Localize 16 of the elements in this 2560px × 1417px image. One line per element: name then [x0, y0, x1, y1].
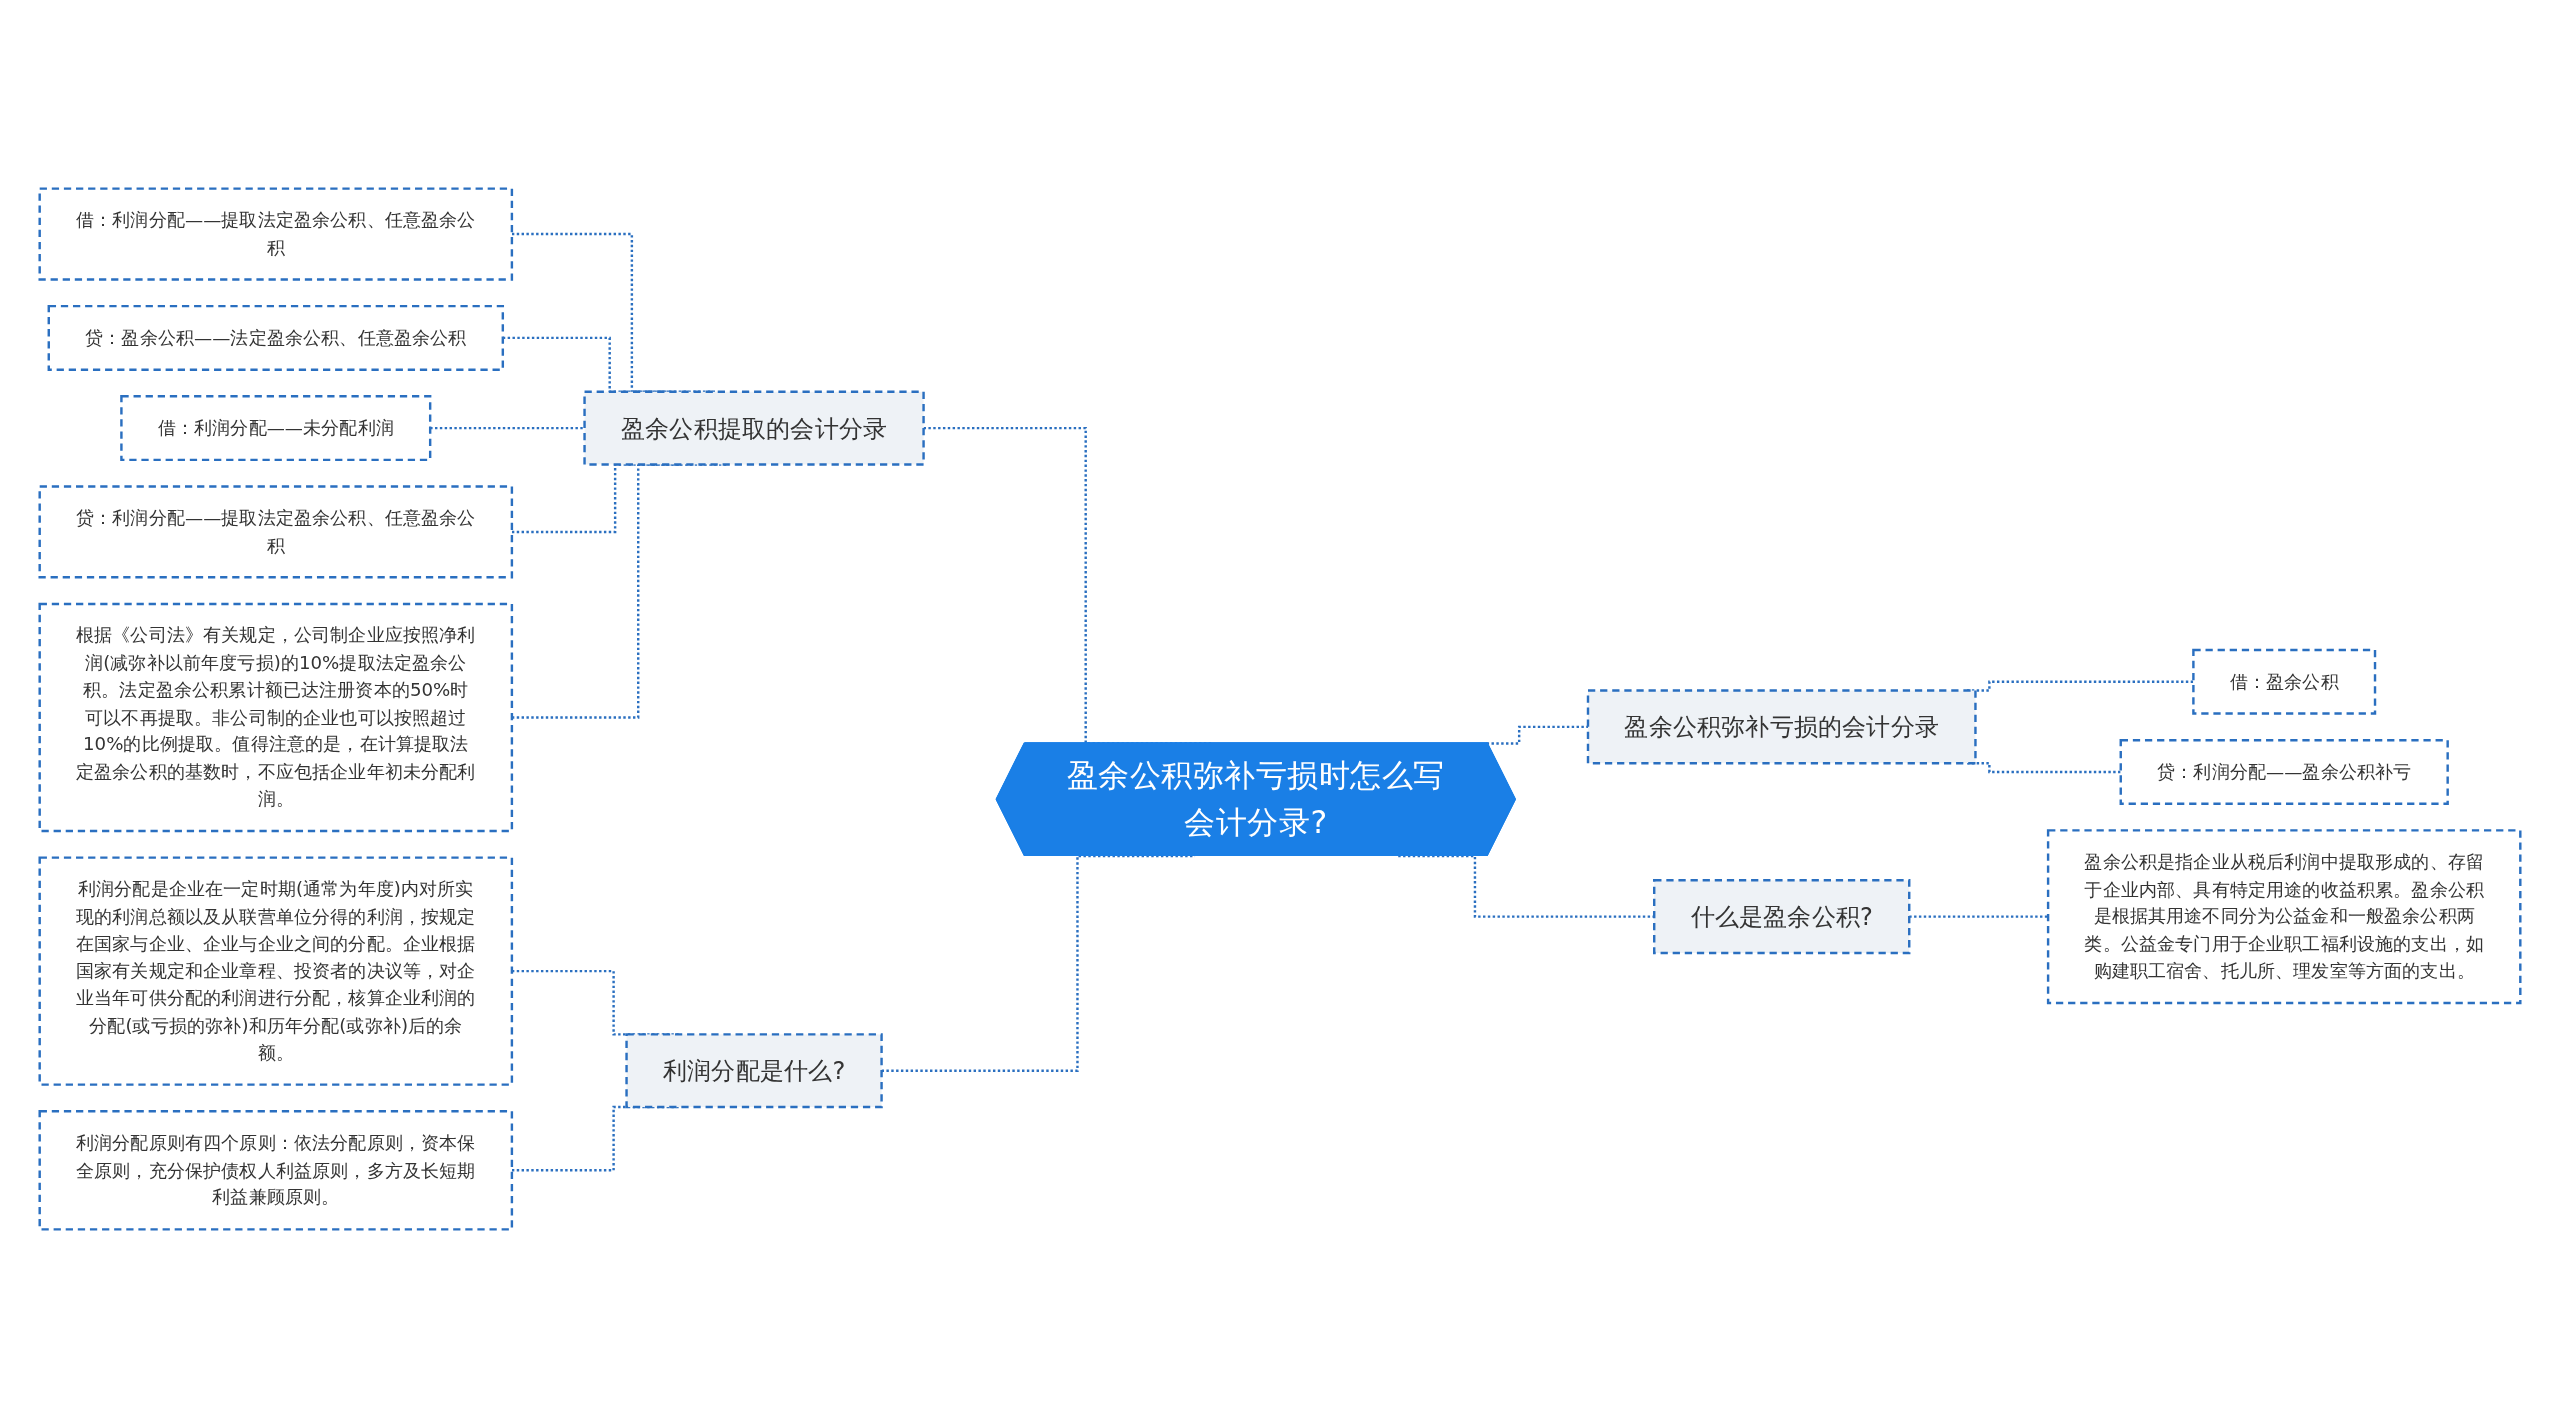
connector [430, 426, 585, 429]
node-box: 盈余公积是指企业从税后利润中提取形成的、存留于企业内部、具有特定用途的收益积累。盈余公积是根据其用途不同分为公益金和一般盈余公积两类。公益金专门用于企业职工福利设施的支出，如购建职工宿舍、托儿所、理发室等方面的支出。 [2046, 828, 2522, 1004]
node-box: 什么是盈余公积? [1653, 878, 1911, 954]
node-box: 贷：盈余公积——法定盈余公积、任意盈余公积 [47, 304, 505, 371]
node-box: 盈余公积弥补亏损的会计分录 [1586, 688, 1977, 764]
node-box: 贷：利润分配——盈余公积补亏 [2119, 738, 2449, 805]
connector [1909, 914, 2049, 918]
node-box: 贷：利润分配——提取法定盈余公积、任意盈余公积 [38, 484, 514, 579]
node-box: 借：利润分配——未分配利润 [120, 394, 432, 461]
node-box: 利润分配是什么? [625, 1032, 883, 1108]
node-box: 利润分配原则有四个原则：依法分配原则，资本保全原则，充分保护债权人利益原则，多方及长短期利益兼顾原则。 [38, 1109, 514, 1231]
node-box: 盈余公积提取的会计分录 [583, 390, 925, 466]
node-box: 利润分配是企业在一定时期(通常为年度)内对所实现的利润总额以及从联营单位分得的利润，按规定在国家与企业、企业与企业之间的分配。企业根据国家有关规定和企业章程、投资者的决议等，对企业当年可供分配的利润进行分配，核算企业利润的分配(或亏损的弥补)和历年分配(或弥补)后的余额。 [38, 855, 514, 1086]
node-box: 根据《公司法》有关规定，公司制企业应按照净利润(减弥补以前年度亏损)的10%提取法定盈余公积。法定盈余公积累计额已达注册资本的50%时可以不再提取。非公司制的企业也可以按照超过10%的比例提取。值得注意的是，在计算提取法定盈余公积的基数时，不应包括企业年初未分配利润。 [38, 602, 514, 832]
node-box: 借：盈余公积 [2192, 648, 2377, 715]
node-box: 借：利润分配——提取法定盈余公积、任意盈余公积 [38, 186, 514, 281]
